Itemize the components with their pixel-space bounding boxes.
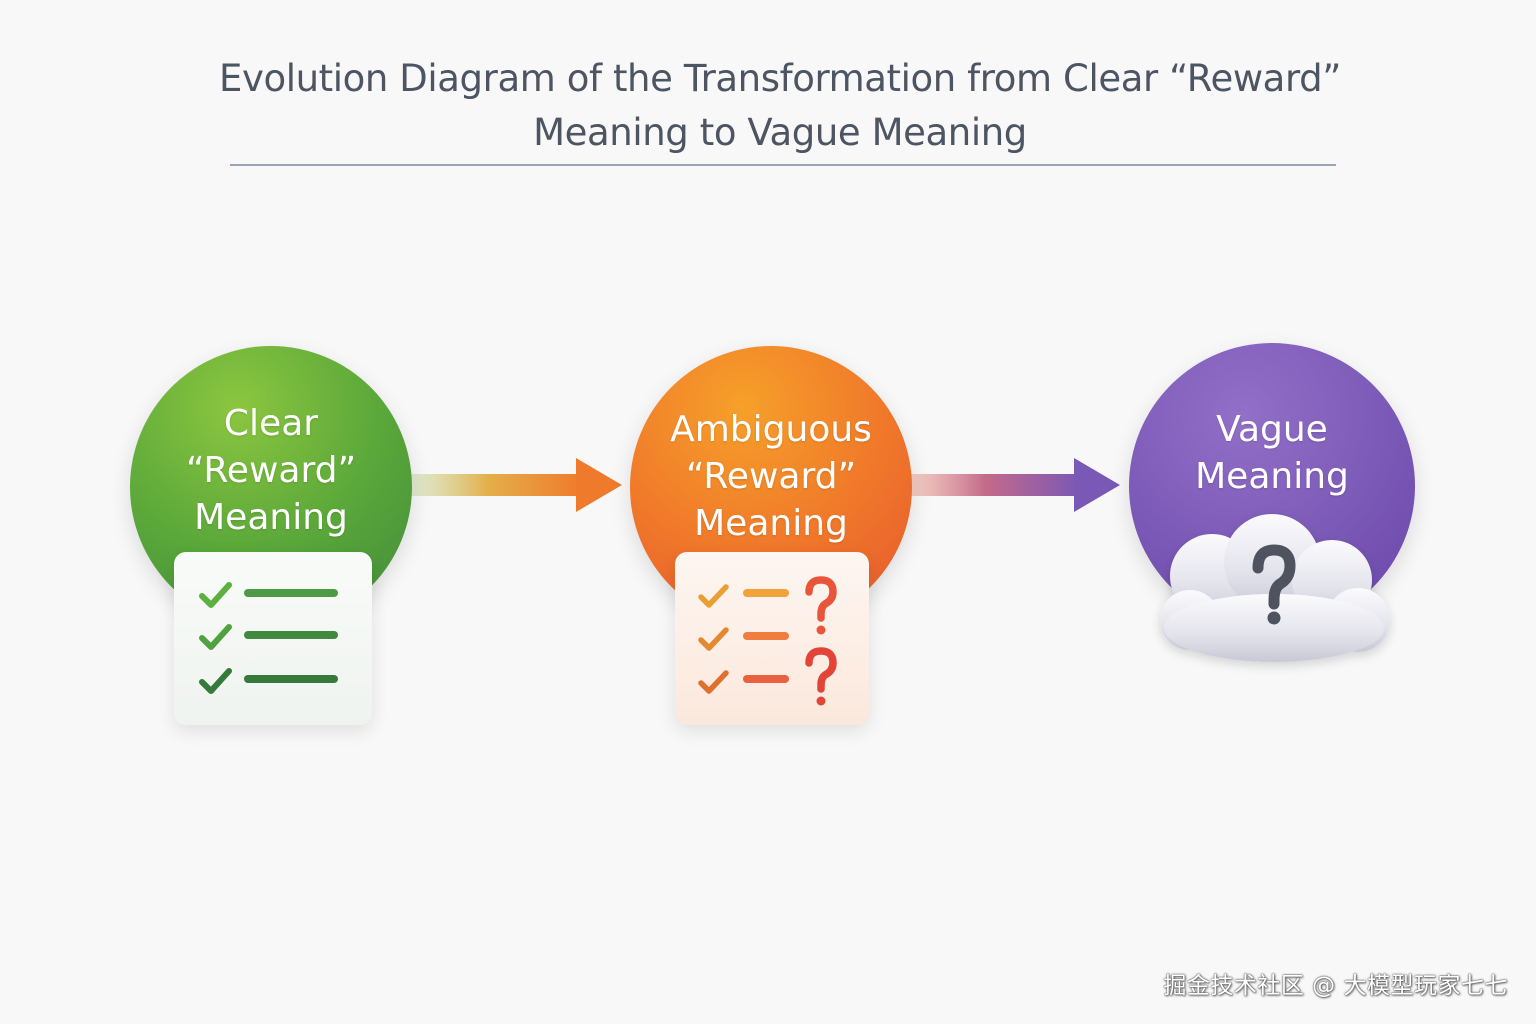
check-icon (698, 627, 729, 651)
question-dot (816, 625, 826, 635)
arrow-clear-to-ambiguous (410, 458, 622, 512)
check-icon (698, 584, 729, 608)
uncertain-checklist-icon (698, 576, 837, 706)
question-cloud-icon (1160, 514, 1390, 662)
check-icon (199, 668, 232, 694)
cloud-shape (1160, 514, 1390, 662)
diagram-title: Evolution Diagram of the Transformation … (200, 52, 1360, 160)
arrow-ambiguous-to-vague (908, 458, 1120, 512)
check-icon (199, 624, 232, 650)
stage-label: Ambiguous “Reward” Meaning (670, 406, 872, 547)
stage-label-line: Meaning (694, 503, 848, 544)
title-underline (230, 164, 1336, 166)
stage-label-line: Vague (1216, 409, 1328, 450)
question-dot (816, 696, 826, 706)
stage-label: Clear “Reward” Meaning (186, 400, 356, 541)
stage-label-line: “Reward” (685, 456, 857, 497)
question-mark-icon (805, 576, 837, 622)
stage-label-line: Meaning (1195, 456, 1349, 497)
title-line-1: Evolution Diagram of the Transformation … (219, 57, 1341, 100)
stage-label-line: Clear (223, 403, 319, 444)
question-dot (1267, 611, 1281, 625)
checklist-card (174, 552, 372, 725)
stage-label-line: “Reward” (185, 450, 357, 491)
stage-label-line: Meaning (194, 497, 348, 538)
watermark: 掘金技术社区 @ 大模型玩家七七 (1163, 973, 1508, 999)
stage-label: Vague Meaning (1195, 406, 1349, 500)
title-line-2: Meaning to Vague Meaning (533, 111, 1027, 154)
arrow-shaft (410, 474, 582, 496)
checklist-icon (199, 582, 338, 694)
stage-label-line: Ambiguous (670, 409, 872, 450)
arrow-shaft (908, 474, 1080, 496)
question-mark-icon (805, 647, 837, 693)
arrow-head (576, 458, 622, 512)
uncertain-checklist-card (675, 552, 869, 725)
check-icon (199, 582, 232, 608)
arrow-head (1074, 458, 1120, 512)
check-icon (698, 670, 729, 694)
question-mark-icon (1252, 544, 1296, 610)
